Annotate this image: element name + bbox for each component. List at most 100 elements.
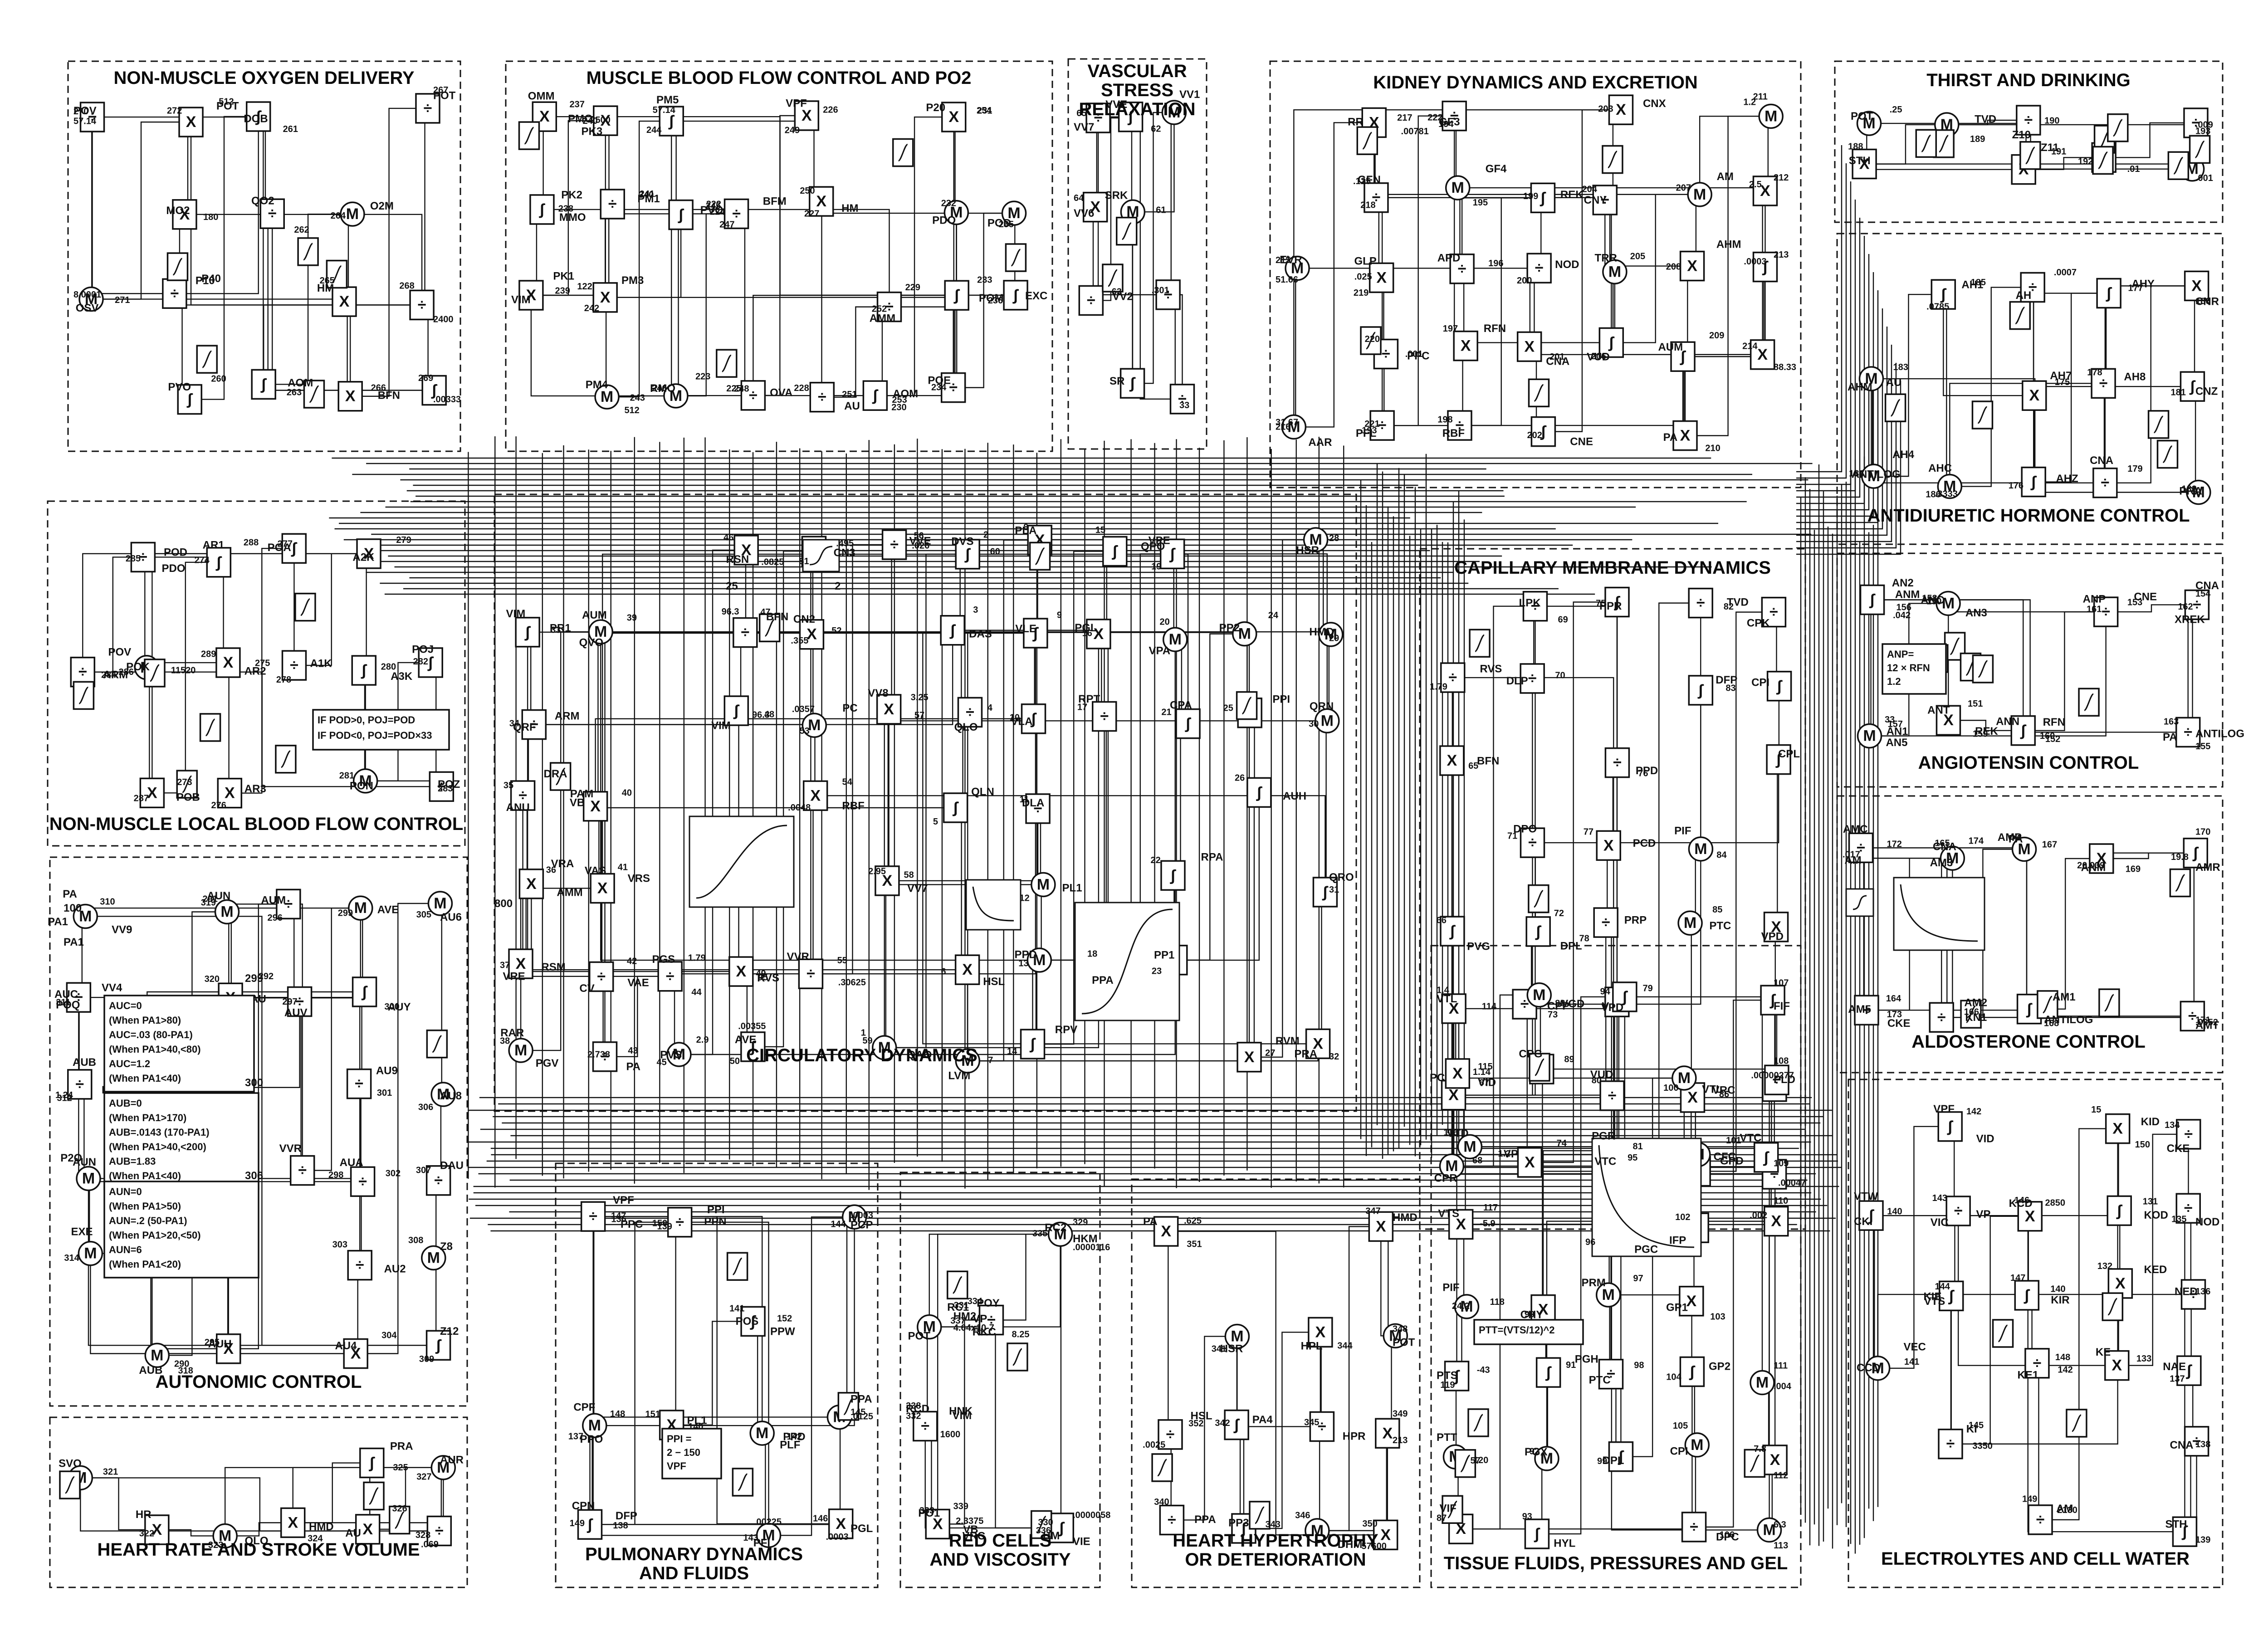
circ-block-sum-glyph: M [594, 623, 607, 640]
tfp-label: HYL [1554, 1537, 1575, 1549]
tfp-block-op: ∫ [1618, 1448, 1624, 1465]
mbf-block-sum [1001, 200, 1027, 226]
kid-label: 195 [1473, 198, 1488, 208]
code-label: AUC [54, 988, 78, 1001]
kid-label: .025 [1354, 272, 1372, 282]
aun-equation-line: AUN=6 [109, 1244, 142, 1255]
ecw-label: 133 [2136, 1354, 2151, 1364]
ang-label: 159 [1973, 729, 1988, 739]
pulm-block-sum [582, 1413, 607, 1438]
pulm-block-box [667, 1207, 693, 1238]
function-graph-box [1591, 1137, 1702, 1257]
auto-label: 311 [56, 998, 70, 1008]
kid-label: TRR [1595, 252, 1617, 264]
ecw-block-op: X [2025, 1208, 2035, 1225]
ecw-label: KOD [2144, 1209, 2168, 1221]
adh-block-sum-glyph: M [1943, 478, 1956, 495]
ald-block-op: ÷ [1862, 1001, 1871, 1019]
integrator-curve [1242, 697, 1252, 715]
circ-block-sum-glyph: M [878, 1039, 891, 1056]
code-label: 800 [494, 898, 513, 910]
kid-block-op: ÷ [1535, 259, 1544, 277]
adh-label: PRA [2179, 485, 2202, 497]
aub-equation-panel [103, 1092, 259, 1190]
pulm-label: .0125 [850, 1411, 873, 1421]
mbf-block-op: X [600, 289, 611, 306]
module-title-circ: CIRCULATORY DYNAMICS [746, 1045, 978, 1065]
cmd-label: 77 [1584, 827, 1593, 837]
ecw-label: VTW [1854, 1190, 1878, 1202]
nmlbf-block-box [281, 533, 307, 564]
mbf-label: OVA [770, 386, 792, 399]
module-title-kid: KIDNEY DYNAMICS AND EXCRETION [1373, 73, 1698, 93]
mbf-label: PM3 [621, 274, 644, 287]
integrator-curve [2072, 1414, 2082, 1432]
integrator-curve [1447, 1500, 1457, 1518]
kid-label: 203 [1598, 104, 1613, 114]
hhd-block-sum-glyph: M [1311, 1522, 1324, 1539]
pulm-block-sum [756, 1523, 782, 1548]
cmd-block-op: ∫ [1449, 922, 1456, 940]
integrator-curve [1535, 1058, 1545, 1076]
nmod-label: POV [73, 105, 97, 117]
ecw-label: 134 [2165, 1120, 2180, 1130]
auto-block-box [352, 976, 377, 1007]
auto-block-op: ÷ [295, 993, 304, 1010]
kid-block-sum [1281, 414, 1307, 440]
circ-label: VLE [1015, 623, 1036, 635]
function-curve [1598, 1145, 1695, 1248]
auto-label: 299 [338, 908, 353, 918]
cmd-label: 68 [1472, 1156, 1482, 1166]
circ-block-op: X [590, 798, 601, 815]
tfp-block-op: ∫ [1534, 1525, 1540, 1542]
mbf-block-box [600, 189, 625, 220]
circ-label: QRO [1329, 871, 1354, 883]
adh-label: CNZ [2195, 386, 2218, 398]
cmd-block-box [1439, 745, 1465, 776]
hhd-label: 347 [1365, 1206, 1380, 1216]
vsr-label: SRK [1105, 189, 1128, 201]
hhd-label: HSR [1220, 1343, 1243, 1355]
integrator-block [1102, 264, 1124, 293]
mbf-block-op: X [948, 108, 959, 126]
ecw-label: KIR [2051, 1294, 2069, 1306]
mbf-block-op: ∫ [677, 206, 684, 224]
mbf-label: PVO [700, 204, 723, 216]
hhd-label: HSL [1191, 1410, 1212, 1422]
tfp-block-box [1679, 1286, 1704, 1317]
circ-block-box [733, 535, 759, 566]
mbf-label: PM1 [637, 193, 660, 205]
cmd-label: 84 [1716, 850, 1727, 860]
nmod-label: POT [433, 89, 456, 102]
ecw-block-box [2180, 1279, 2206, 1310]
tfp-label: PGH [1575, 1353, 1598, 1366]
cmd-label: 75 [1596, 598, 1606, 608]
thirst-label: 190 [2044, 116, 2059, 126]
function-graph-box [1893, 877, 1985, 951]
hhd-block-op: ∫ [1240, 1520, 1247, 1537]
auto-label: 303 [332, 1240, 347, 1250]
module-title-thirst: THIRST AND DRINKING [1926, 70, 2131, 90]
integrator-curve [2098, 151, 2108, 169]
ecw-block-op: ÷ [2184, 1200, 2193, 1217]
vsr-block-op: ÷ [1087, 292, 1095, 309]
kid-label: VUD [1587, 351, 1610, 363]
ppi-equation-line: 2 − 150 [667, 1447, 700, 1458]
auto-label: Z8 [440, 1240, 453, 1253]
mbf-block-box [659, 106, 684, 137]
pulm-block-box [580, 1201, 606, 1232]
ecw-block-box [2104, 1350, 2130, 1381]
kid-block-box [1608, 94, 1634, 125]
adh-label: .3333 [1935, 489, 1958, 499]
ang-label: 153 [2127, 598, 2142, 608]
integrator-curve [1012, 1348, 1022, 1366]
nmod-block-op: ∫ [431, 382, 438, 399]
mbf-block-sum-glyph: M [670, 387, 682, 405]
integrator-curve [2195, 140, 2205, 158]
cmd-label: 1.79 [1430, 682, 1447, 692]
cmd-label: PIF [1674, 825, 1691, 837]
cmd-block-box [1599, 1080, 1625, 1111]
ang-label: 163 [2164, 717, 2179, 727]
tfp-label: CPG [1519, 1048, 1542, 1060]
auto-block-sum [73, 903, 98, 929]
